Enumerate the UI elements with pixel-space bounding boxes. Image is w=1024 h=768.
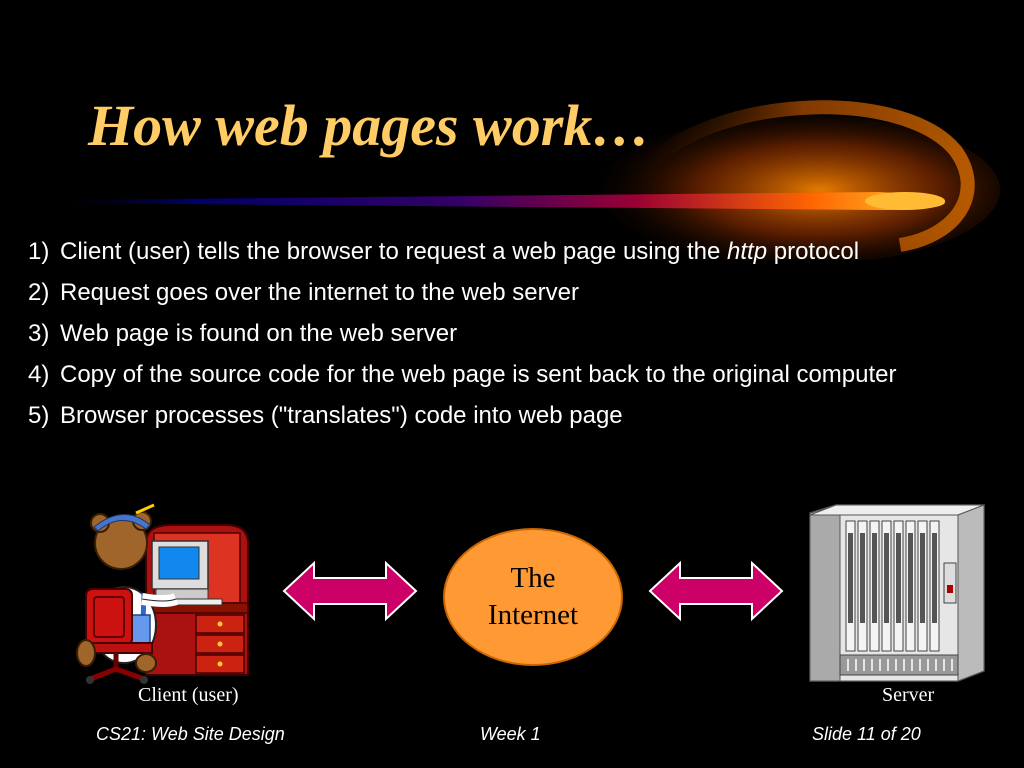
bullet-text: Browser processes ("translates") code in… xyxy=(60,402,623,429)
bullet-text: Copy of the source code for the web page… xyxy=(60,361,897,388)
bullet-emphasis: http xyxy=(727,238,768,265)
client-bear-computer-illustration xyxy=(76,503,249,684)
internet-label-line-2: Internet xyxy=(487,599,579,631)
bullet-item-1: 1) Client (user) tells the browser to req… xyxy=(28,236,1018,268)
server-label: Server xyxy=(882,684,935,706)
footer-slide-number: Slide 11 of 20 xyxy=(812,724,921,744)
bullet-item-3: 3) Web page is found on the web server xyxy=(28,318,1018,350)
bullet-number: 3) xyxy=(28,320,50,347)
server-rack-illustration xyxy=(809,504,985,682)
double-arrow-right-icon xyxy=(648,560,784,622)
bullet-text: Client (user) tells the browser to reque… xyxy=(60,238,728,265)
bullet-item-2: 2) Request goes over the internet to the … xyxy=(28,277,1018,309)
internet-oval: The Internet xyxy=(443,528,623,666)
bullet-number: 5) xyxy=(28,402,50,429)
slide-title: How web pages work… xyxy=(88,93,651,158)
bullet-number: 1) xyxy=(28,238,50,265)
internet-label-line-1: The xyxy=(510,562,556,594)
bullet-text: Request goes over the internet to the we… xyxy=(60,279,579,306)
bullet-number: 4) xyxy=(28,361,50,388)
bullet-list: 1) Client (user) tells the browser to req… xyxy=(28,236,1018,441)
bullet-text: Web page is found on the web server xyxy=(60,320,458,347)
client-label: Client (user) xyxy=(138,684,239,706)
bullet-number: 2) xyxy=(28,279,50,306)
footer-week: Week 1 xyxy=(480,724,541,744)
bullet-item-5: 5) Browser processes ("translates") code … xyxy=(28,400,1018,432)
bullet-item-4: 4) Copy of the source code for the web pa… xyxy=(28,359,1018,391)
footer-course: CS21: Web Site Design xyxy=(96,724,285,744)
double-arrow-left-icon xyxy=(282,560,418,622)
bullet-text-end: protocol xyxy=(767,238,860,265)
comet-swoosh-decoration xyxy=(60,100,1000,260)
